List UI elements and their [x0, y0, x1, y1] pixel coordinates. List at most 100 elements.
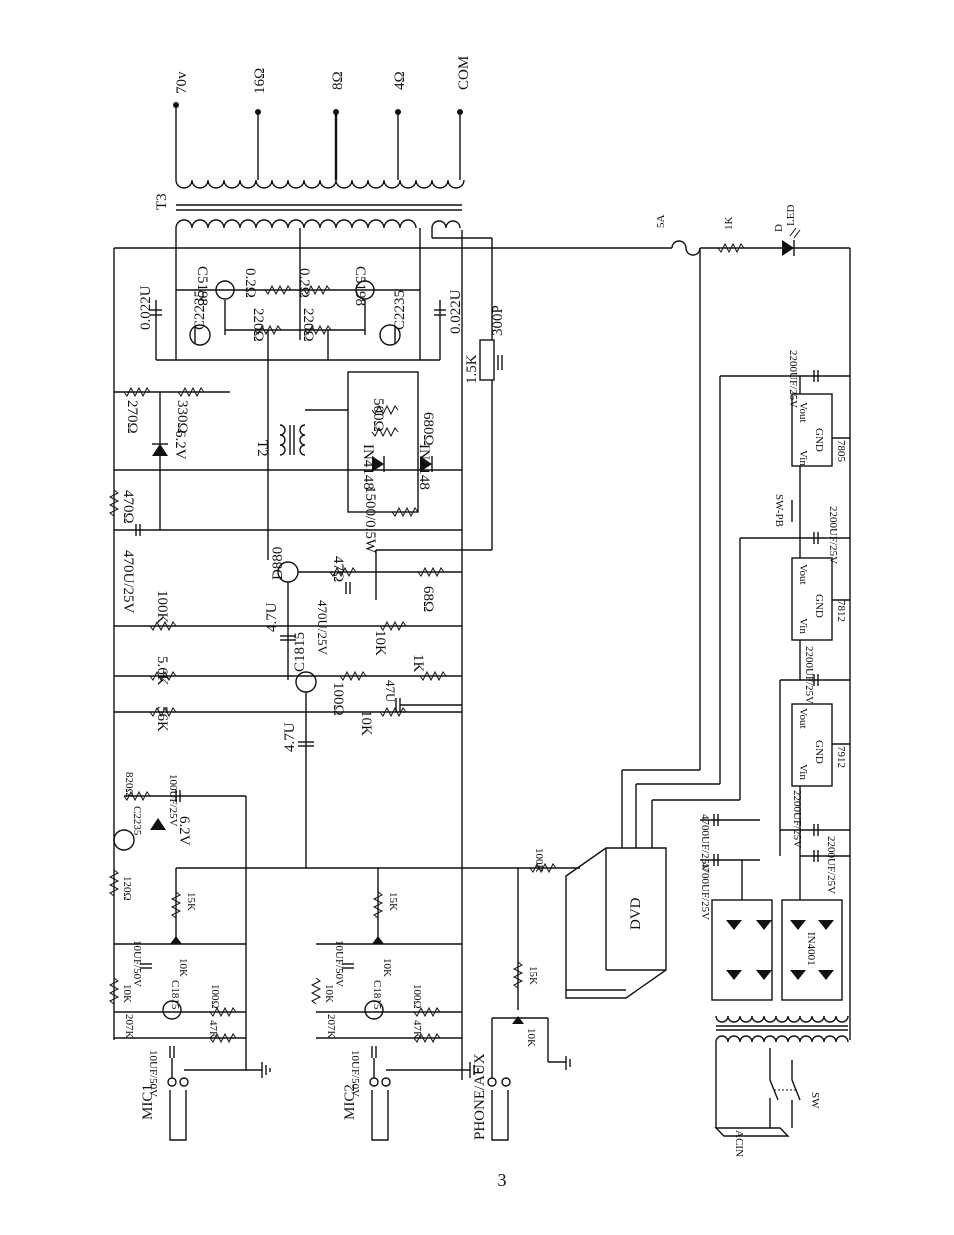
diode-1n4148-a-label: IN4148: [360, 444, 376, 490]
mic1-preamp: 15K 10K 10UF/50V C1815 10K 100Ω 47K 207K…: [109, 868, 271, 1141]
reg-7912-gnd: GND: [813, 740, 825, 764]
r47k-m1-label: 47K: [207, 1020, 219, 1039]
c1815-mic2-label: C1815: [371, 980, 383, 1010]
output-label-16ohm: 16Ω: [252, 68, 268, 94]
aux-input: 100K 15K 10K PHONE/AUX: [472, 848, 571, 1141]
r207k-m1-label: 207K: [123, 1014, 135, 1039]
r220-left-label: 220Ω: [250, 308, 266, 342]
page-number: 3: [498, 1170, 507, 1190]
r100k-label: 100K: [154, 590, 170, 624]
reg-7912-label: 7912: [835, 746, 847, 768]
r02-right-label: 0.2Ω: [296, 268, 312, 298]
r120-label: 120Ω: [121, 876, 133, 901]
c2235-left-label: C2235: [192, 290, 208, 330]
zener-62v-label: 6.2V: [172, 430, 188, 460]
r47k-m2-label: 47K: [411, 1020, 423, 1039]
r330-label: 330Ω: [174, 400, 190, 434]
c2235-reg-label: C2235: [131, 806, 143, 836]
r10k-a-label: 10K: [372, 630, 388, 656]
output-label-4ohm: 4Ω: [392, 71, 408, 90]
power-supply: 2200UF/25V Vout GND Vin 7805 SW-PB 2200U…: [699, 248, 851, 1157]
r47-label: 47Ω: [330, 556, 346, 582]
r1k-label: 1K: [410, 654, 426, 673]
fuse-led: 5A 1K D LED: [655, 205, 801, 256]
output-label-70v: 70v: [174, 71, 190, 94]
r10k-m1-label: 10K: [121, 984, 133, 1003]
r100-m1-label: 100Ω: [209, 984, 221, 1009]
t3-label: T3: [154, 193, 170, 210]
reg-7812-vin: Vin: [797, 618, 809, 634]
r1500-label: 1500/0.5W: [362, 486, 378, 554]
mic2-label: MIC2: [342, 1084, 358, 1120]
reg-7912-vout: Vout: [797, 708, 809, 729]
output-label-8ohm: 8Ω: [330, 71, 346, 90]
output-terminals: 70v 16Ω 8Ω 4Ω COM: [173, 56, 472, 180]
r15k-network-label: 1.5K: [464, 354, 480, 384]
diode-1n4001-label: IN4001: [805, 932, 817, 966]
dvd-label: DVD: [628, 897, 644, 930]
transformer-t3: T3: [154, 179, 493, 340]
pot-mic1-label: 10K: [177, 958, 189, 977]
c2200-1-label: 2200UF/25V: [787, 350, 799, 408]
fuse-label: 5A: [655, 215, 667, 229]
reg-7805-vout: Vout: [797, 402, 809, 423]
c47u-b-label: 4.7U: [282, 722, 298, 752]
c300p-label: 300P: [490, 305, 506, 336]
pot-mic2-label: 10K: [381, 958, 393, 977]
diode-1n4148-b-label: IN4148: [416, 444, 432, 490]
c2200-4-label: 2200UF/25V: [791, 790, 803, 848]
c2235-right-label: C2235: [392, 290, 408, 330]
c0022-right-label: 0.022U: [448, 289, 464, 334]
reg-7805-label: 7805: [835, 440, 847, 463]
c0022-left-label: 0.022U: [138, 285, 154, 330]
output-label-com: COM: [456, 56, 472, 90]
reg-7812-label: 7812: [835, 600, 847, 622]
led-sub-label: LED: [785, 205, 797, 226]
r820-label: 820Ω: [123, 772, 135, 797]
r100-m2-label: 100Ω: [411, 984, 423, 1009]
pot-aux-label: 10K: [525, 1028, 537, 1047]
r470-label: 470Ω: [120, 490, 136, 524]
c1815-mic1-label: C1815: [169, 980, 181, 1010]
c-mic2-a-label: 10UF/50V: [333, 940, 345, 987]
zener-62v-b-label: 6.2V: [176, 816, 192, 846]
r10k-m2-label: 10K: [323, 984, 335, 1003]
c-mic1-a-label: 10UF/50V: [131, 940, 143, 987]
r56k-b-label: 56K: [154, 706, 170, 732]
c-mic2-b-label: 10UF/50V: [349, 1050, 361, 1097]
c100u-label: 100UF/25V: [167, 774, 179, 827]
r680-label: 680Ω: [420, 412, 436, 446]
d880-label: D880: [270, 547, 286, 580]
c-mic1-b-label: 10UF/50V: [147, 1050, 159, 1097]
r10k-b-label: 10K: [358, 710, 374, 736]
c4700-2-label: 4700UF/25V: [699, 862, 711, 920]
phone-aux-label: PHONE/AUX: [472, 1053, 488, 1140]
reg-7805-gnd: GND: [813, 428, 825, 452]
r02-left-label: 0.2Ω: [242, 268, 258, 298]
switch-pb-label: SW-PB: [773, 494, 785, 527]
led-label: D: [773, 224, 785, 232]
bias-network: 270Ω 330Ω 6.2V 470Ω 470U/25V T2 500Ω 680…: [109, 360, 462, 614]
c470u-b-label: 470U/25V: [315, 600, 330, 656]
c4700-1-label: 4700UF/25V: [699, 814, 711, 872]
main-rails: [113, 230, 850, 1080]
r15k-2-label: 15K: [387, 892, 399, 911]
c47u-a-label: 4.7U: [264, 602, 280, 632]
c1815-label: C1815: [292, 632, 308, 672]
mic1-label: MIC1: [140, 1084, 156, 1120]
reg-7812-gnd: GND: [813, 594, 825, 618]
r56k-a-label: 5.6K: [154, 656, 170, 686]
r100-label: 100Ω: [330, 682, 346, 716]
reg-7812-vout: Vout: [797, 564, 809, 585]
c2200-2-label: 2200UF/25V: [827, 506, 839, 564]
r68-label: 68Ω: [420, 586, 436, 612]
r270-label: 270Ω: [124, 400, 140, 434]
r100k-aux-label: 100K: [533, 848, 545, 873]
c2200-5-label: 2200UF/25V: [825, 836, 837, 894]
r15k-1-label: 15K: [185, 892, 197, 911]
c5198-right-label: C5198: [352, 266, 368, 306]
c5198-left-label: C5198: [194, 266, 210, 306]
r15k-3-label: 15K: [527, 966, 539, 985]
ac-in-label: ACIN: [733, 1130, 745, 1157]
switch-label: SW: [809, 1092, 821, 1109]
